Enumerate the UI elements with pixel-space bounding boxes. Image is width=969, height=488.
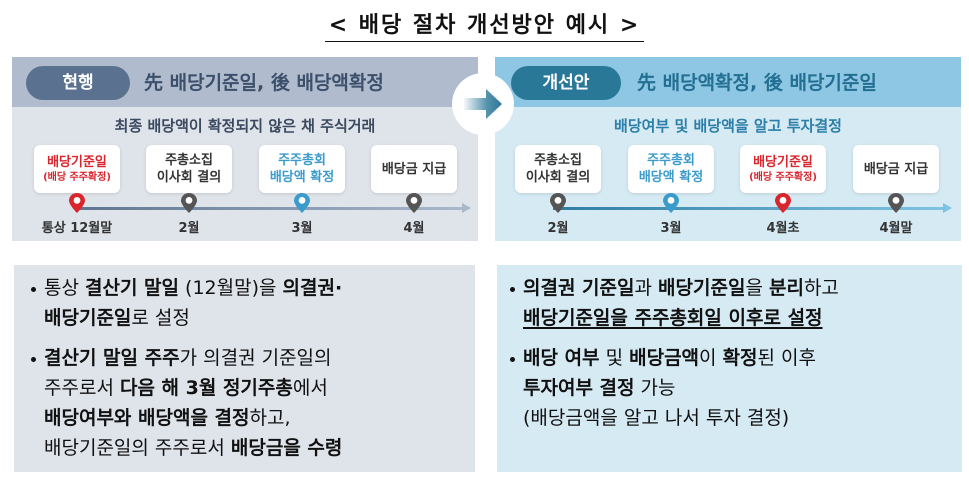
diagram-title: < 배당 절차 개선방안 예시 > — [0, 12, 969, 42]
improved-header: 개선안 先 배당액확정, 後 배당기준일 — [495, 57, 961, 107]
tick-label: 3월 — [660, 221, 682, 236]
current-step-2: 주총소집 이사회 결의 — [146, 145, 232, 193]
timeline-axis — [77, 207, 462, 210]
transition-arrow — [452, 73, 514, 135]
bullet-item: 통상 결산기 말일 (12월말)을 의결권· 배당기준일로 설정 — [28, 273, 467, 333]
current-description-panel: 통상 결산기 말일 (12월말)을 의결권· 배당기준일로 설정 결산기 말일 … — [14, 265, 475, 472]
improved-heading: 先 배당액확정, 後 배당기준일 — [637, 72, 877, 94]
blue-pin-icon — [663, 193, 679, 213]
tick-label: 4월 — [403, 221, 425, 236]
tick-label: 4월초 — [766, 221, 800, 236]
improved-subheading: 배당여부 및 배당액을 알고 투자결정 — [614, 117, 842, 135]
current-step-3: 주주총회 배당액 확정 — [259, 145, 345, 193]
gray-pin-icon — [181, 193, 197, 213]
current-subheading: 최종 배당액이 확정되지 않은 채 주식거래 — [114, 117, 376, 135]
blue-pin-icon — [294, 193, 310, 213]
improved-step-1: 주총소집 이사회 결의 — [515, 145, 601, 193]
current-step-1: 배당기준일 (배당 주주확정) — [34, 145, 120, 193]
current-step-4: 배당금 지급 — [371, 145, 457, 193]
tick-label: 4월말 — [879, 221, 913, 236]
right-arrow-icon — [464, 89, 502, 119]
red-pin-icon — [775, 193, 791, 213]
bullet-item: 의결권 기준일과 배당기준일을 분리하고 배당기준일을 주주총회일 이후로 설정 — [507, 273, 954, 333]
red-pin-icon — [69, 193, 85, 213]
gray-pin-icon — [888, 193, 904, 213]
tick-label: 통상 12월말 — [41, 221, 113, 236]
timeline-arrow-icon — [462, 203, 471, 213]
tick-label: 2월 — [178, 221, 200, 236]
timeline-arrow-icon — [943, 203, 952, 213]
timeline-axis — [553, 207, 943, 210]
improved-step-4: 배당금 지급 — [853, 145, 939, 193]
tick-label: 2월 — [547, 221, 569, 236]
improved-step-2: 주주총회 배당액 확정 — [628, 145, 714, 193]
tick-label: 3월 — [291, 221, 313, 236]
improved-badge: 개선안 — [511, 66, 621, 100]
current-header: 현행 先 배당기준일, 後 배당액확정 — [12, 57, 478, 107]
current-heading: 先 배당기준일, 後 배당액확정 — [144, 72, 384, 94]
bullet-item: 배당 여부 및 배당금액이 확정된 이후 투자여부 결정 가능 (배당금액을 알… — [507, 343, 954, 433]
gray-pin-icon — [406, 193, 422, 213]
improved-step-3: 배당기준일 (배당 주주확정) — [740, 145, 826, 193]
improved-process-panel: 개선안 先 배당액확정, 後 배당기준일 배당여부 및 배당액을 알고 투자결정… — [495, 57, 961, 241]
gray-pin-icon — [550, 193, 566, 213]
current-process-panel: 현행 先 배당기준일, 後 배당액확정 최종 배당액이 확정되지 않은 채 주식… — [12, 57, 478, 241]
current-badge: 현행 — [26, 66, 130, 100]
bullet-item: 결산기 말일 주주가 의결권 기준일의 주주로서 다음 해 3월 정기주총에서 … — [28, 343, 467, 463]
improved-description-panel: 의결권 기준일과 배당기준일을 분리하고 배당기준일을 주주총회일 이후로 설정… — [497, 265, 962, 472]
